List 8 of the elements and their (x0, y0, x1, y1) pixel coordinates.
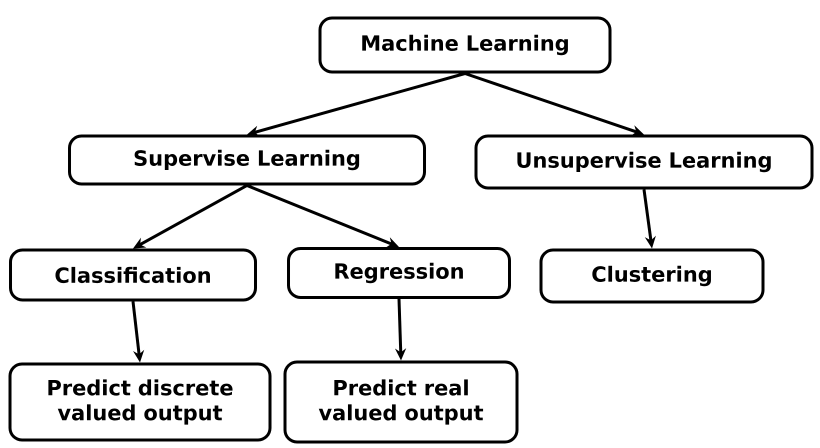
process-box: Supervise Learning (68, 134, 426, 186)
process-box: Predict discrete valued output (8, 362, 272, 442)
process-box: Machine Learning (318, 16, 612, 74)
process-box: Predict real valued output (284, 360, 518, 444)
process-box: Unsupervise Learning (474, 134, 814, 190)
process-box: Classification (9, 248, 257, 302)
process-box: Regression (287, 247, 511, 299)
process-box: Clustering (540, 248, 764, 304)
